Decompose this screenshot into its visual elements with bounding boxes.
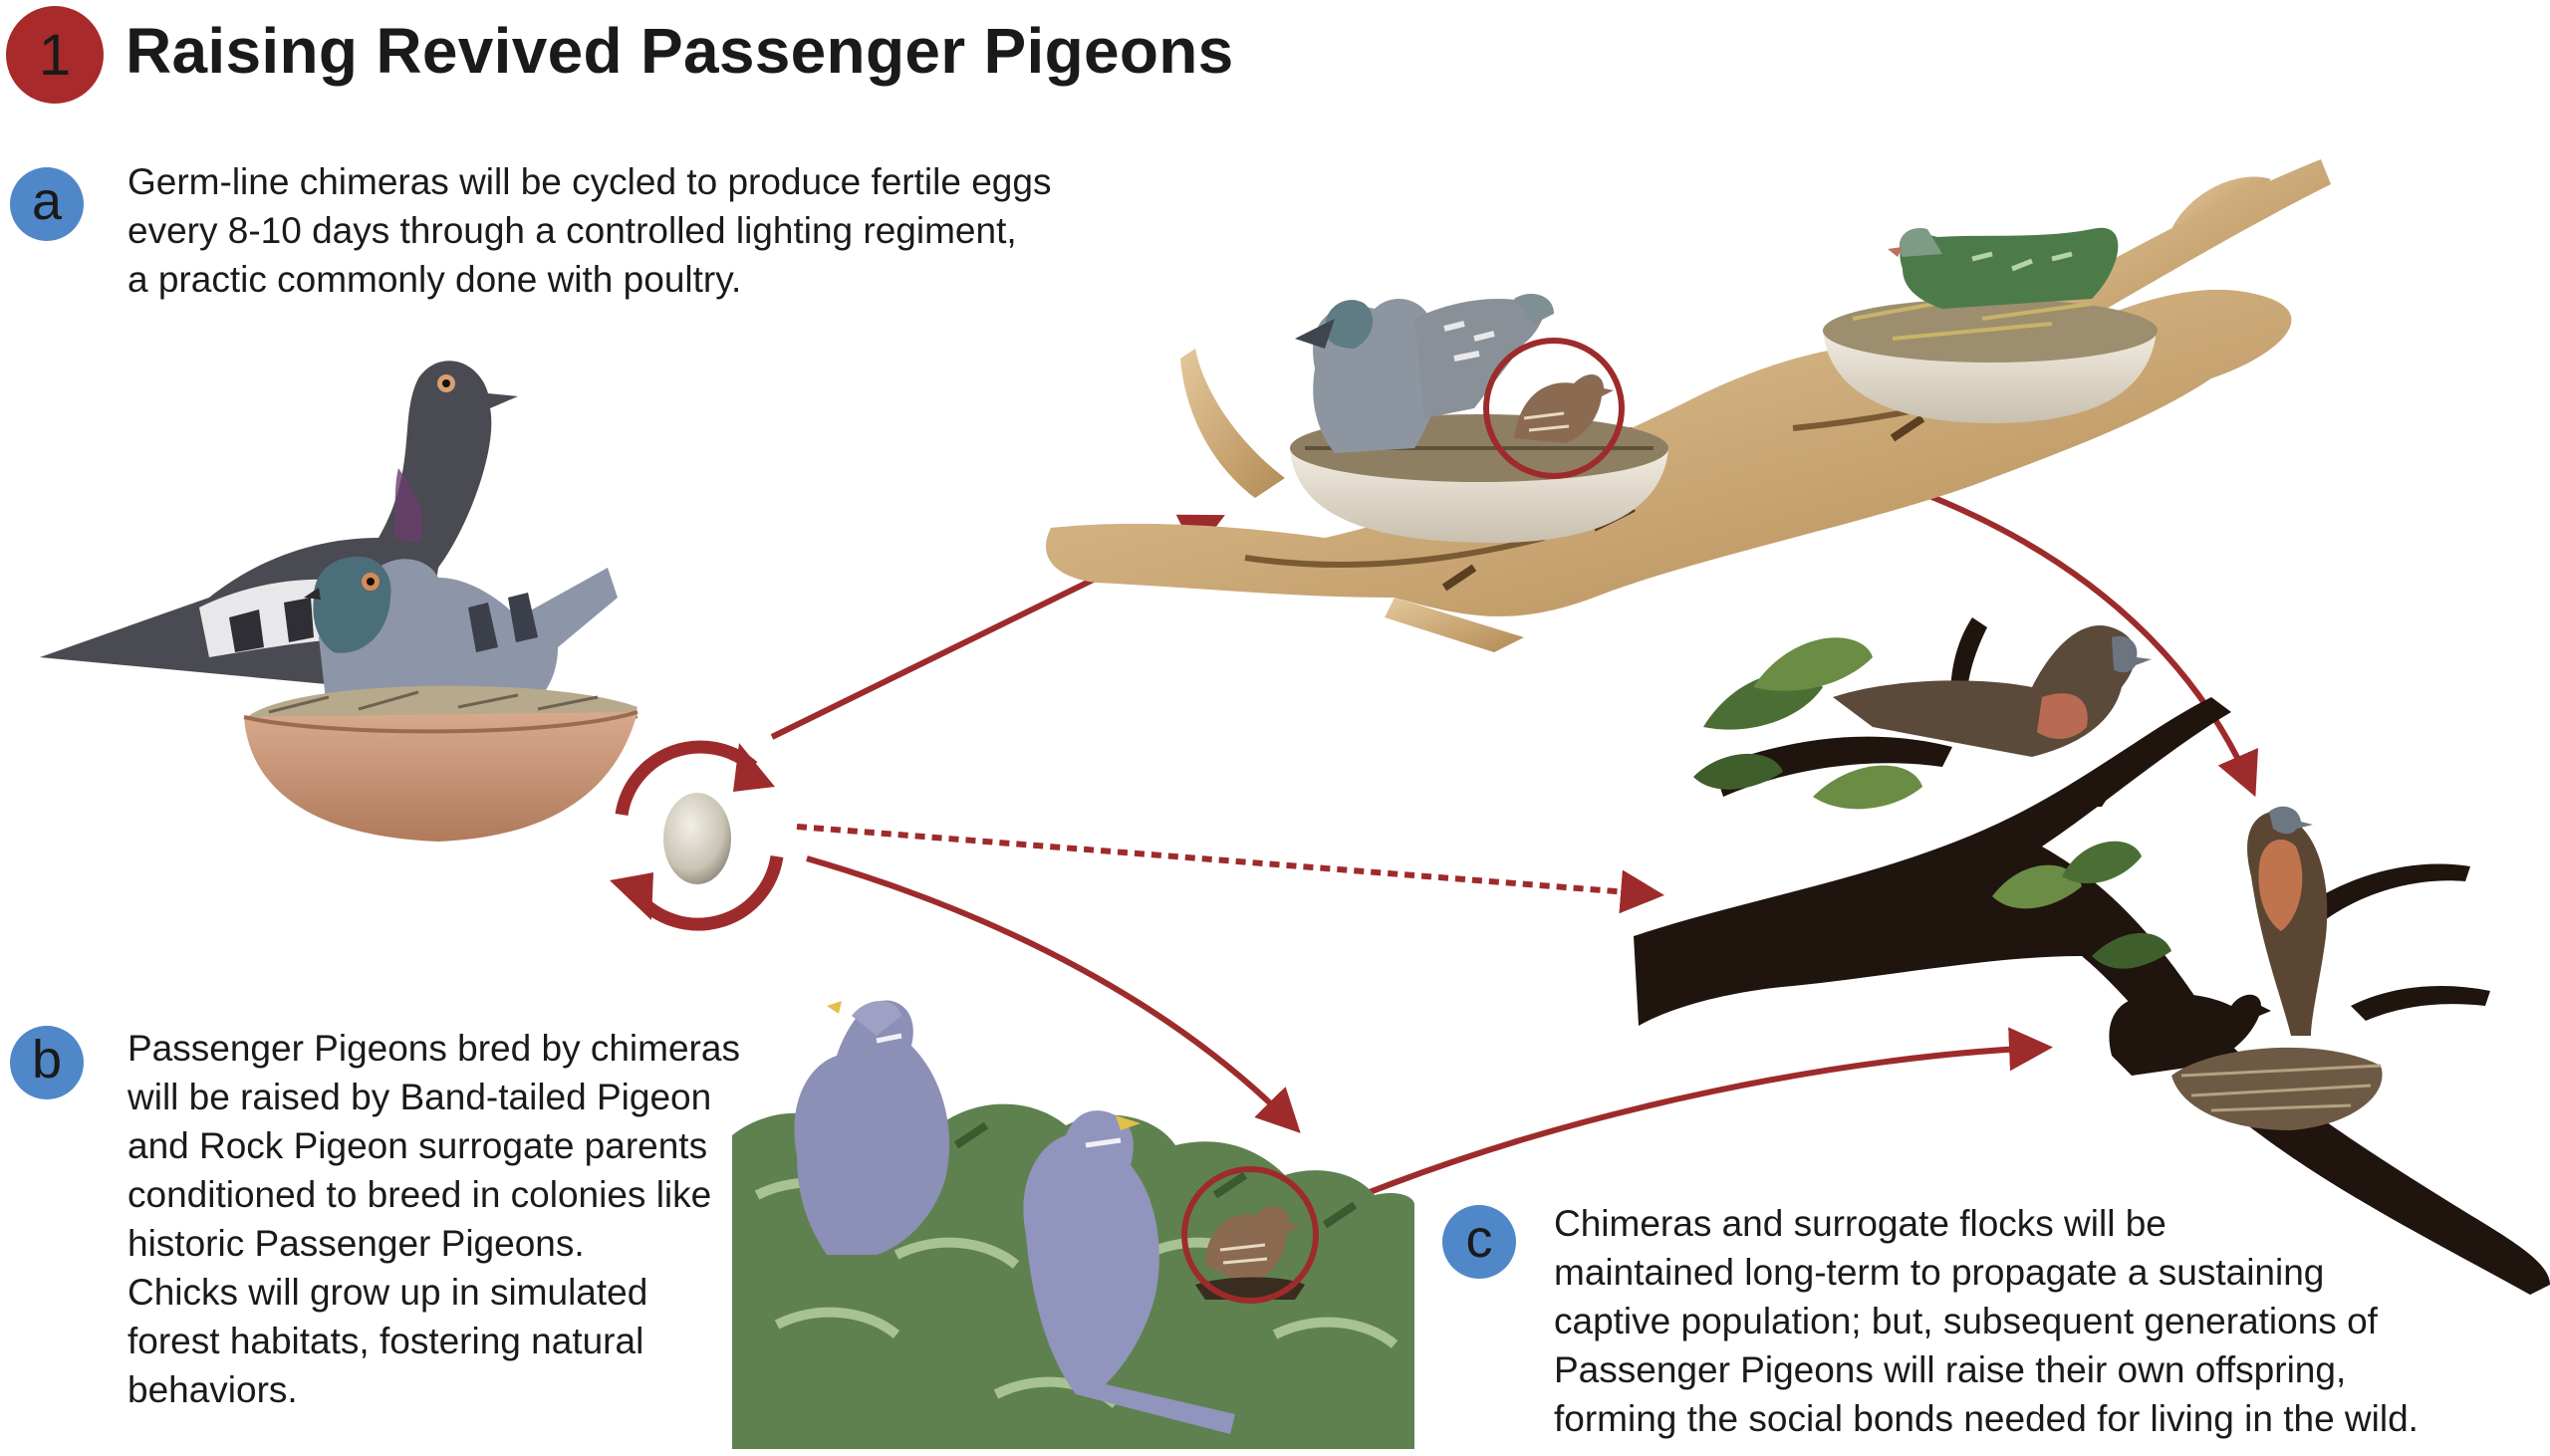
section-b-line: Chicks will grow up in simulated	[128, 1272, 648, 1313]
section-b-line: and Rock Pigeon surrogate parents	[128, 1125, 708, 1166]
step-number-badge: 1	[6, 6, 104, 104]
section-c-line: captive population; but, subsequent gene…	[1554, 1301, 2378, 1341]
section-c-badge: c	[1442, 1205, 1516, 1279]
section-b-line: will be raised by Band-tailed Pigeon	[128, 1077, 712, 1117]
shrub-band-tailed-pigeons	[732, 1000, 1414, 1449]
wild-tree-branch	[1634, 617, 2550, 1295]
section-a-text: Germ-line chimeras will be cycled to pro…	[128, 157, 1051, 304]
section-a-line: Germ-line chimeras will be cycled to pro…	[128, 161, 1052, 202]
section-b-line: historic Passenger Pigeons.	[128, 1223, 585, 1264]
page-title: Raising Revived Passenger Pigeons	[126, 15, 1234, 87]
section-c-text: Chimeras and surrogate flocks will be ma…	[1554, 1199, 2419, 1443]
section-a-badge: a	[10, 167, 84, 241]
driftwood-nest-bowls	[1046, 159, 2331, 652]
section-c-line: maintained long-term to propagate a sust…	[1554, 1252, 2325, 1293]
section-b-line: behaviors.	[128, 1369, 298, 1410]
highlight-circle	[1181, 1166, 1319, 1304]
section-c-line: Passenger Pigeons will raise their own o…	[1554, 1349, 2347, 1390]
section-b-line: Passenger Pigeons bred by chimeras	[128, 1028, 740, 1069]
section-a-line: every 8-10 days through a controlled lig…	[128, 210, 1017, 251]
arrow-surrogates-to-wild	[1348, 1027, 2053, 1203]
section-b-line: conditioned to breed in colonies like	[128, 1174, 712, 1215]
section-b-line: forest habitats, fostering natural	[128, 1321, 644, 1361]
highlight-circle	[1483, 338, 1625, 479]
dashed-arrow-to-wild	[796, 824, 1664, 914]
egg-cycle	[610, 740, 784, 931]
cycle-arrows-icon	[733, 743, 775, 792]
section-a-line: a practic commonly done with poultry.	[128, 259, 742, 300]
egg-icon	[663, 793, 731, 884]
arrow-to-surrogates	[806, 855, 1301, 1133]
rock-pigeons-clay-nest	[40, 361, 638, 842]
section-b-text: Passenger Pigeons bred by chimeras will …	[128, 1024, 740, 1414]
section-c-line: Chimeras and surrogate flocks will be	[1554, 1203, 2167, 1244]
section-b-badge: b	[10, 1026, 84, 1099]
section-c-line: forming the social bonds needed for livi…	[1554, 1398, 2419, 1439]
